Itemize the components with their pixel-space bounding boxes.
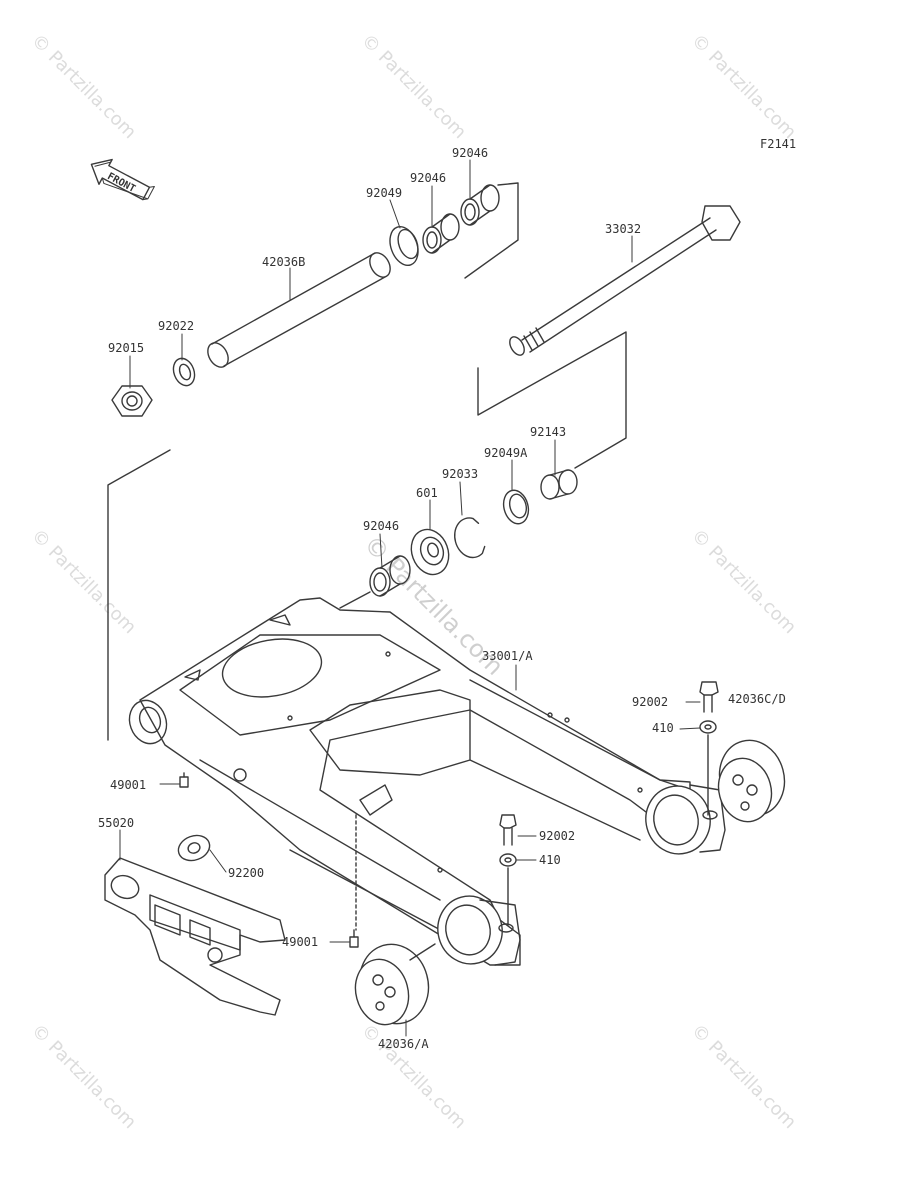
part-labels: 92046 92046 92049 42036B 33032 92022 920… xyxy=(98,146,786,1051)
washer-92022 xyxy=(172,357,196,387)
label-42036A: 42036/A xyxy=(378,1037,429,1051)
label-49001-b: 49001 xyxy=(282,935,318,949)
bearing-601 xyxy=(410,528,450,576)
leader-line xyxy=(339,591,371,609)
bracket-line xyxy=(107,449,171,741)
label-92049A: 92049A xyxy=(484,446,528,460)
bracket-line xyxy=(464,182,519,279)
label-92200: 92200 xyxy=(228,866,264,880)
eccentric-42036CD xyxy=(717,739,786,823)
eccentric-42036A xyxy=(354,943,430,1026)
label-92046-b: 92046 xyxy=(410,171,446,185)
bracket-line xyxy=(477,331,627,469)
label-92049: 92049 xyxy=(366,186,402,200)
washer-410-upper xyxy=(699,720,717,734)
label-42036B: 42036B xyxy=(262,255,305,269)
label-92022: 92022 xyxy=(158,319,194,333)
bearing-92046-upper xyxy=(460,184,500,226)
label-92015: 92015 xyxy=(108,341,144,355)
figure-code: F2141 xyxy=(760,137,796,151)
grease-fitting-49001-lower xyxy=(349,929,359,948)
label-92046-a: 92046 xyxy=(452,146,488,160)
seal-92049 xyxy=(389,225,419,267)
bolt-92002-upper xyxy=(699,681,719,713)
leader-line xyxy=(409,943,436,961)
front-arrow-icon: FRONT xyxy=(90,158,155,201)
bearing-92046-lower xyxy=(369,555,411,597)
label-leaders xyxy=(119,159,701,1037)
grease-fitting-49001-upper xyxy=(179,772,189,788)
label-601: 601 xyxy=(416,486,438,500)
nut-92015 xyxy=(111,385,153,417)
label-92002-b: 92002 xyxy=(539,829,575,843)
label-49001-a: 49001 xyxy=(110,778,146,792)
bolt-92002-lower xyxy=(499,814,517,846)
sleeve-42036B xyxy=(207,252,391,368)
collar-92143 xyxy=(540,469,578,500)
label-92143: 92143 xyxy=(530,425,566,439)
axle-33032 xyxy=(509,205,741,356)
label-92046-c: 92046 xyxy=(363,519,399,533)
label-410-b: 410 xyxy=(539,853,561,867)
bearing-92046-mid xyxy=(422,213,460,254)
washer-92200 xyxy=(177,834,211,862)
label-92033: 92033 xyxy=(442,467,478,481)
label-33032: 33032 xyxy=(605,222,641,236)
label-55020: 55020 xyxy=(98,816,134,830)
label-42036CD: 42036C/D xyxy=(728,692,786,706)
label-92002-a: 92002 xyxy=(632,695,668,709)
washer-410-lower xyxy=(499,853,517,867)
label-410-a: 410 xyxy=(652,721,674,735)
snap-ring-92033 xyxy=(454,517,486,559)
swingarm-33001 xyxy=(128,597,726,966)
label-33001A: 33001/A xyxy=(482,649,533,663)
chain-guide-55020 xyxy=(104,857,286,1016)
seal-92049A xyxy=(502,489,530,525)
